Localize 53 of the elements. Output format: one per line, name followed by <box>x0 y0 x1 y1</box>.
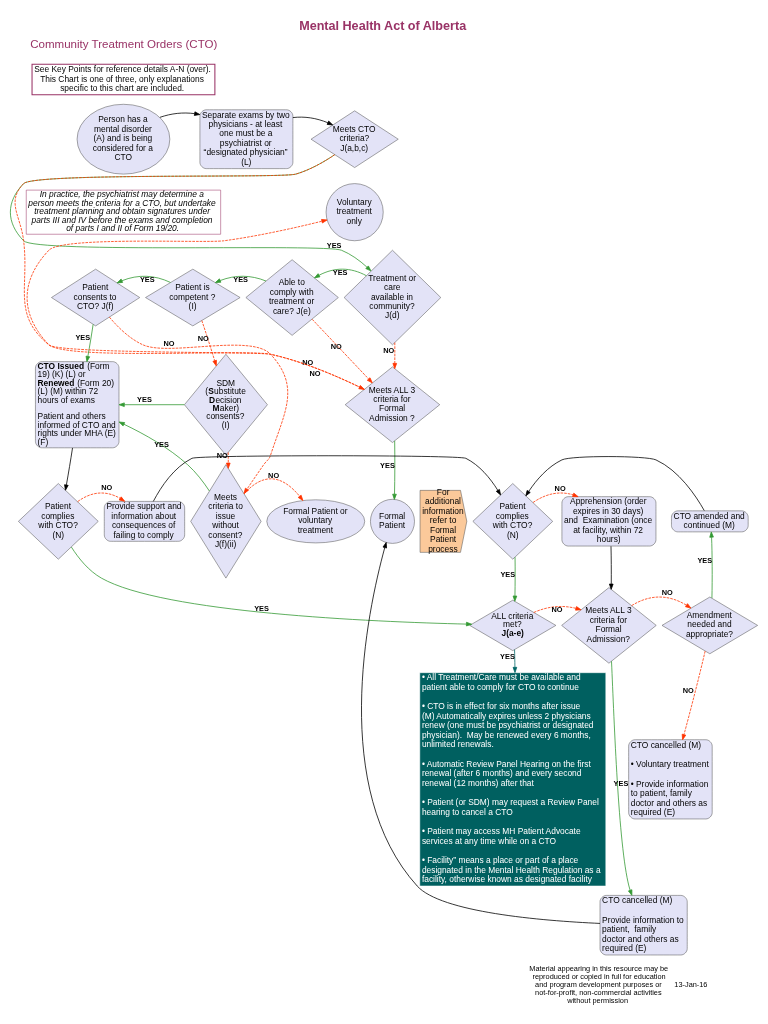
arrow <box>118 402 185 407</box>
arrow <box>609 545 614 590</box>
arrow <box>681 650 706 741</box>
arrow <box>525 456 705 511</box>
node-diamond: Meets ALL 3 criteria for Formal Admission? <box>561 587 657 664</box>
arrow <box>292 116 334 126</box>
arrow <box>311 318 373 384</box>
arrow <box>512 649 518 673</box>
arrow <box>70 546 473 627</box>
node-box: CTO Issued (Form 19) (K) (L) or Renewed (Form 20) (L) (M) within 72 hours of exams Patient and others informed of CTO and rights under MHA (E) (F) <box>35 361 120 449</box>
node-box: Apprehension (order expires in 30 days) and Examination (once at facility, within 72 hours) <box>561 496 657 547</box>
node-box: CTO cancelled (M) • Voluntary treatment • Provide information to patient, family doctor and others as required (E) <box>628 739 713 820</box>
arrow <box>631 596 692 609</box>
arrow <box>85 324 94 363</box>
arrow <box>9 154 372 272</box>
arrow <box>152 455 501 502</box>
arrow <box>361 542 601 924</box>
node-box: Separate exams by two physicians - at least one must be a psychiatrist or “designated physician” (L) <box>199 109 294 169</box>
arrow <box>201 320 217 367</box>
arrow <box>77 492 126 502</box>
arrow <box>611 660 633 896</box>
node-diamond: Meets ALL 3 criteria for Formal Admission ? <box>344 366 441 443</box>
arrow <box>392 440 397 500</box>
arrow <box>532 492 579 503</box>
arrow <box>512 556 518 602</box>
node-box: CTO amended and continued (M) <box>671 510 749 533</box>
arrow <box>159 111 201 118</box>
arrow <box>709 531 714 599</box>
diagram-title: Mental Health Act of Alberta <box>299 18 467 33</box>
label: Community Treatment Orders (CTO) <box>30 38 218 51</box>
node-diamond: Patient complies with CTO? (N) <box>472 483 553 560</box>
arrow <box>392 342 397 369</box>
arrow <box>243 478 304 501</box>
arrow <box>214 275 267 283</box>
node-box: In practice, the psychiatrist may determine a person meets the criteria for a CTO, but undertake treatment planning and obtain signatures under parts III and IV before the exams and completion of parts I and II of Form 19/20. <box>26 189 221 235</box>
node-box: See Key Points for reference details A-N (over). This Chart is one of three, only explanations specific to this chart are included. <box>31 63 216 96</box>
node-ellipse: Person has a mental disorder (A) and is being considered for a CTO <box>76 104 171 175</box>
node-diamond: Meets CTO criteria? J(a,b,c) <box>310 110 399 168</box>
arrow <box>116 275 171 284</box>
node-circle: Voluntary treatment only <box>325 183 384 242</box>
node-circle: Formal Patient <box>370 499 415 544</box>
arrow <box>226 452 231 469</box>
node-diamond: Amendment needed and appropriate? <box>661 596 758 655</box>
arrow <box>108 316 289 494</box>
arrow <box>314 268 367 279</box>
arrow <box>64 447 73 491</box>
node-box: CTO cancelled (M) Provide information to patient, family doctor and others as required (E) <box>599 895 688 956</box>
arrow <box>118 421 210 492</box>
arrow <box>533 606 582 613</box>
node-ellipse: Formal Patient or voluntary treatment <box>266 499 365 544</box>
node-diamond: Patient consents to CTO? J(f) <box>51 268 140 327</box>
node-box: • All Treatment/Care must be available and patient able to comply for CTO to continue • CTO is in effect for six months after issue (M) Automatically expires unless 2 physicians renew (one must be psychiatrist or designated physician). May be renewed every 6 months, unlimited renewals. • Automatic Review Panel Hearing on the first renewal (after 6 months) and every second renewal (12 months) after that • Patient (or SDM) may request a Review Panel hearing to cancel a CTO • Patient may access MH Patient Advocate services at any time while on a CTO • Facility” means a place or part of a place designated in the Mental Health Regulation as a facility, otherwise known as designated facility <box>419 672 607 887</box>
node-box: Provide support and information about consequences of failing to comply <box>104 501 185 542</box>
